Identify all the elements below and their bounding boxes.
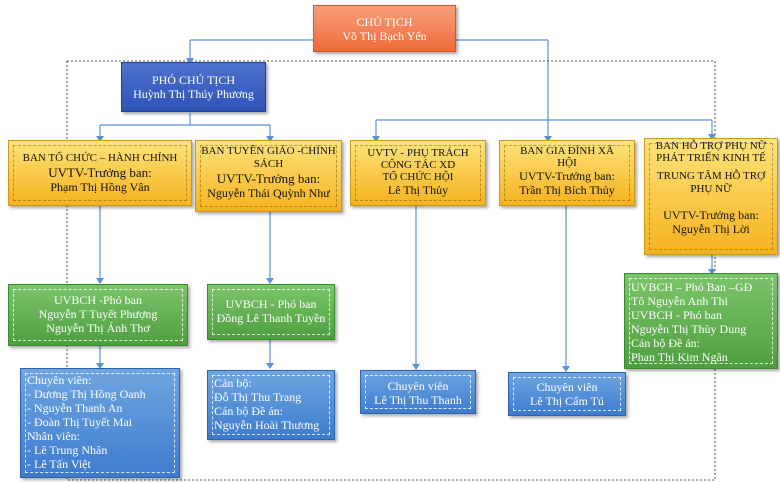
staff-prop-line2: Đỗ Thị Thu Trang [214, 390, 302, 404]
chairman-box: CHỦ TỊCH Võ Thị Bạch Yến [313, 5, 456, 52]
staff-prop-line1: Cán bộ: [214, 376, 252, 390]
staff-org-line3: - Nguyễn Thanh An [27, 401, 123, 415]
dept-assoc-head: Lê Thị Thủy [387, 183, 449, 197]
staff-org-box: Chuyên viên: - Dương Thị Hồng Oanh - Ngu… [20, 368, 180, 478]
staff-prop-box: Cán bộ: Đỗ Thị Thu Trang Cán bộ Đề án: N… [207, 370, 335, 440]
dept-family-role: UVTV-Trưởng ban: [519, 169, 615, 183]
deputy-prop-box: UVBCH - Phó ban Đồng Lê Thanh Tuyền [207, 284, 335, 340]
dept-assoc-line1: UVTV - PHỤ TRÁCH [367, 147, 469, 159]
staff-org-line4: - Đoàn Thị Tuyết Mai [27, 415, 133, 429]
vice-chair-name: Huỳnh Thị Thúy Phương [133, 87, 254, 101]
staff-org-line1: Chuyên viên: [27, 373, 92, 387]
deputy-econ-line4: Nguyễn Thị Thùy Dung [631, 322, 747, 336]
dept-assoc-line2: CÔNG TÁC XD [380, 159, 456, 171]
staff-assoc-name: Lê Thị Thu Thanh [374, 393, 462, 407]
vice-chair-title: PHÓ CHỦ TỊCH [151, 73, 236, 87]
dept-prop-head: Nguyễn Thái Quỳnh Như [207, 186, 330, 200]
staff-org-line5: Nhân viên: [27, 429, 80, 443]
staff-org-line6: - Lê Trung Nhân [27, 443, 108, 457]
dept-econ-line1: BAN HỖ TRỢ PHỤ NỮ [655, 140, 767, 152]
dept-org-name: BAN TỔ CHỨC – HÀNH CHÍNH [22, 152, 178, 164]
deputy-org-name1: Nguyễn T Tuyết Phượng [38, 307, 158, 321]
dept-econ-center1: TRUNG TÂM HỖ TRỢ [656, 170, 766, 182]
deputy-econ-line6: Phan Thị Kim Ngân [631, 350, 728, 364]
dept-org-head: Phạm Thị Hồng Vân [50, 180, 150, 194]
chairman-title: CHỦ TỊCH [356, 15, 413, 29]
chairman-name: Võ Thị Bạch Yến [342, 29, 427, 43]
dept-family-box: BAN GIA ĐÌNH XÃ HỘI UVTV-Trưởng ban: Trầ… [499, 140, 635, 206]
dept-prop-name: BAN TUYÊN GIÁO -CHÍNH SÁCH [201, 145, 336, 170]
dept-prop-role: UVTV-Trưởng ban: [216, 171, 321, 186]
dept-family-head: Trần Thị Bích Thủy [519, 183, 615, 197]
deputy-econ-line5: Cán bộ Đề án: [631, 336, 700, 350]
staff-prop-line3: Cán bộ Đề án: [214, 404, 283, 418]
staff-assoc-box: Chuyên viên Lê Thị Thu Thanh [360, 370, 476, 414]
dept-family-line2: HỘI [557, 157, 577, 169]
dept-propaganda-box: BAN TUYÊN GIÁO -CHÍNH SÁCH UVTV-Trưởng b… [195, 140, 342, 212]
staff-prop-line4: Nguyễn Hoài Thương [214, 418, 320, 432]
deputy-org-role: UVBCH -Phó ban [53, 293, 142, 307]
deputy-prop-name: Đồng Lê Thanh Tuyền [216, 311, 326, 325]
deputy-econ-line1: UVBCH – Phó Ban –GĐ [631, 280, 753, 294]
deputy-econ-line3: UVBCH - Phó ban [631, 308, 723, 322]
deputy-org-box: UVBCH -Phó ban Nguyễn T Tuyết Phượng Ngu… [8, 284, 188, 346]
staff-family-role: Chuyên viên [536, 380, 598, 394]
dept-organization-box: BAN TỔ CHỨC – HÀNH CHÍNH UVTV-Trưởng ban… [8, 140, 192, 206]
dept-association-box: UVTV - PHỤ TRÁCH CÔNG TÁC XD TỔ CHỨC HỘI… [350, 140, 486, 206]
dept-econ-line2: PHÁT TRIỂN KINH TẾ [656, 152, 766, 164]
dept-family-line1: BAN GIA ĐÌNH XÃ [520, 145, 614, 157]
dept-assoc-line3: TỔ CHỨC HỘI [382, 171, 454, 183]
deputy-econ-line2: Tô Nguyễn Anh Thi [631, 294, 728, 308]
deputy-prop-role: UVBCH - Phó ban [225, 297, 317, 311]
deputy-econ-box: UVBCH – Phó Ban –GĐ Tô Nguyễn Anh Thi UV… [624, 273, 778, 369]
dept-org-role: UVTV-Trưởng ban: [48, 165, 152, 180]
dept-econ-center2: PHỤ NỮ [690, 183, 732, 195]
staff-family-name: Lê Thị Cẩm Tú [530, 394, 604, 408]
dept-econ-role: UVTV-Trưởng ban: [663, 208, 759, 222]
staff-assoc-role: Chuyên viên [387, 379, 449, 393]
vice-chair-box: PHÓ CHỦ TỊCH Huỳnh Thị Thúy Phương [121, 62, 266, 112]
deputy-org-name2: Nguyễn Thị Ánh Thơ [46, 321, 150, 335]
dept-economic-box: BAN HỖ TRỢ PHỤ NỮ PHÁT TRIỂN KINH TẾ TRU… [644, 138, 778, 255]
dept-econ-head: Nguyễn Thị Lời [672, 222, 750, 236]
staff-org-line2: - Dương Thị Hồng Oanh [27, 387, 146, 401]
staff-family-box: Chuyên viên Lê Thị Cẩm Tú [508, 372, 626, 416]
staff-org-line7: - Lê Tấn Việt [27, 457, 91, 471]
